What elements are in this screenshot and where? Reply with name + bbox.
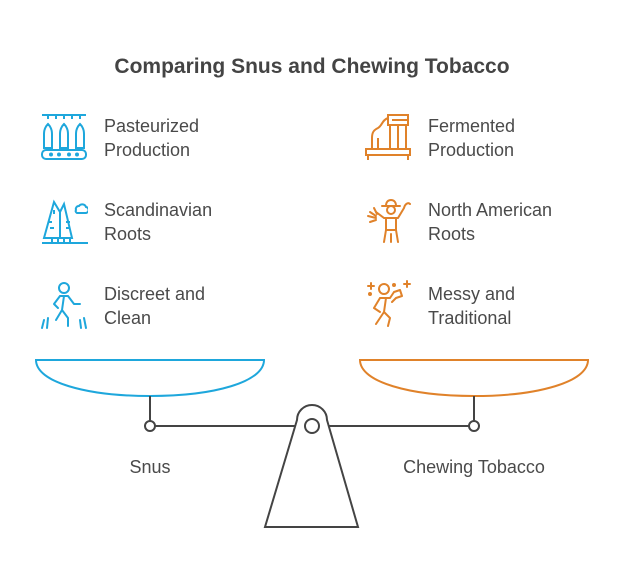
chewing-tobacco-label: Chewing Tobacco bbox=[403, 457, 545, 477]
item-line: Production bbox=[104, 140, 191, 160]
item-messy-traditional: Messy and Traditional bbox=[428, 282, 608, 330]
item-line: Roots bbox=[104, 224, 152, 244]
walking-person-icon bbox=[41, 282, 87, 329]
left-pan bbox=[34, 359, 266, 398]
item-line: Messy and bbox=[428, 284, 516, 304]
item-discreet-clean: Discreet and Clean bbox=[104, 282, 284, 330]
pine-trees-icon bbox=[42, 199, 88, 244]
fulcrum bbox=[263, 404, 360, 528]
diagram-title: Comparing Snus and Chewing Tobacco bbox=[114, 55, 510, 78]
item-line: Scandinavian bbox=[104, 200, 213, 220]
item-line: Roots bbox=[428, 224, 476, 244]
bottling-conveyor-icon bbox=[41, 114, 87, 160]
item-fermented-production: Fermented Production bbox=[428, 114, 608, 162]
item-line: Pasteurized bbox=[104, 116, 200, 136]
right-pivot bbox=[468, 420, 480, 432]
item-scandinavian-roots: Scandinavian Roots bbox=[104, 198, 284, 246]
fermentation-factory-icon bbox=[365, 114, 411, 160]
item-north-american-roots: North American Roots bbox=[428, 198, 608, 246]
item-pasteurized-production: Pasteurized Production bbox=[104, 114, 284, 162]
item-line: Fermented bbox=[428, 116, 516, 136]
item-line: Clean bbox=[104, 308, 152, 328]
left-pivot bbox=[144, 420, 156, 432]
snus-label: Snus bbox=[129, 457, 171, 477]
center-pivot bbox=[304, 418, 320, 434]
cowboy-icon bbox=[367, 199, 411, 243]
item-line: Discreet and bbox=[104, 284, 206, 304]
item-line: North American bbox=[428, 200, 553, 220]
messy-person-icon bbox=[367, 280, 411, 327]
item-line: Traditional bbox=[428, 308, 512, 328]
right-pan bbox=[358, 359, 590, 398]
item-line: Production bbox=[428, 140, 515, 160]
